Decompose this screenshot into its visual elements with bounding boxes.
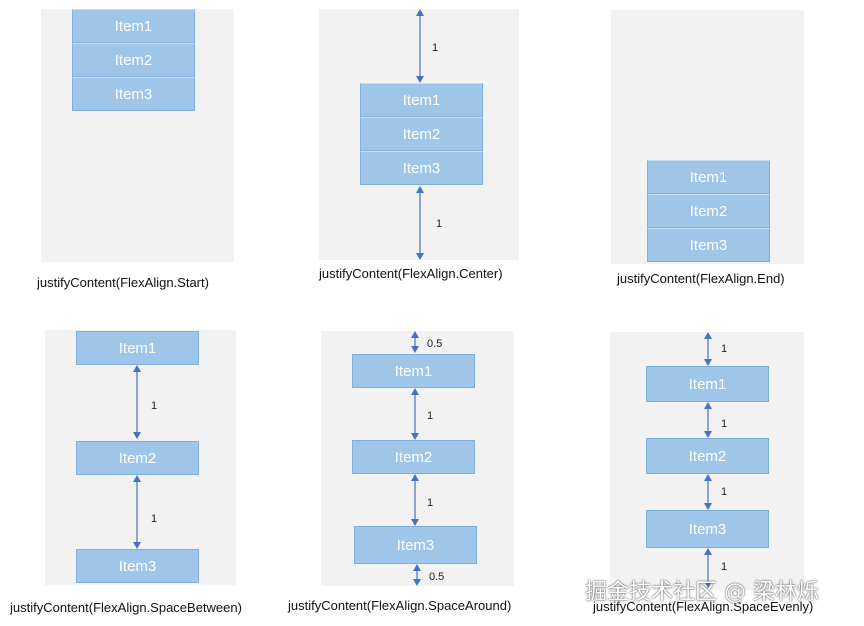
gap-label-4: 0.5 [429,571,445,583]
flex-space-evenly-panel: 1 Item1 1 Item2 1 Item3 1 [610,332,804,590]
flex-center-caption: justifyContent(FlexAlign.Center) [319,266,503,281]
gap-label-top: 1 [432,42,439,54]
gap-label-2: 1 [721,418,728,430]
flex-item-2: Item2 [72,43,195,77]
gap-label-4: 1 [721,561,728,573]
gap-label-2: 1 [427,410,434,422]
flex-space-around-panel: 0.5 Item1 1 Item2 1 Item3 0.5 [321,331,514,586]
flex-item-3: Item3 [646,510,769,548]
flex-item-2: Item2 [76,441,199,475]
flex-item-3: Item3 [76,549,199,583]
gap-arrow-4 [411,564,423,586]
gap-label-bottom: 1 [436,218,443,230]
gap-label-1: 1 [151,400,158,412]
flex-item-1: Item1 [72,9,195,43]
flex-end-caption: justifyContent(FlexAlign.End) [617,271,785,286]
flex-center-panel: 1 Item1 Item2 Item3 1 [319,9,519,260]
flex-item-1: Item1 [360,83,483,117]
gap-arrow-1 [409,331,421,353]
flex-item-2: Item2 [647,194,770,228]
gap-label-3: 1 [721,486,728,498]
gap-arrow-3 [409,474,421,526]
flex-item-1: Item1 [76,331,199,365]
gap-arrow-3 [702,474,714,510]
gap-arrow-1 [131,365,143,439]
flex-space-around-caption: justifyContent(FlexAlign.SpaceAround) [288,598,512,613]
flex-item-3: Item3 [354,526,477,564]
flex-space-between-caption: justifyContent(FlexAlign.SpaceBetween) [10,600,242,615]
flex-item-1: Item1 [352,354,475,388]
gap-label-1: 1 [721,343,728,355]
gap-label-1: 0.5 [427,338,443,350]
flex-space-evenly-caption: justifyContent(FlexAlign.SpaceEvenly) [593,599,814,614]
gap-arrow-bottom [414,186,426,260]
flex-end-panel: Item1 Item2 Item3 [611,10,804,264]
flex-item-3: Item3 [72,77,195,111]
flex-start-panel: Item1 Item2 Item3 [41,9,234,262]
flex-item-1: Item1 [646,366,769,402]
flex-item-1: Item1 [647,160,770,194]
gap-arrow-top [414,9,426,83]
gap-arrow-4 [702,548,714,588]
watermark: 掘金技术社区 @ 梁林烁 [585,580,819,605]
gap-label-2: 1 [151,513,158,525]
gap-arrow-2 [131,475,143,549]
flex-item-2: Item2 [360,117,483,151]
gap-arrow-2 [409,388,421,440]
flex-item-3: Item3 [360,151,483,185]
flex-start-caption: justifyContent(FlexAlign.Start) [37,275,209,290]
gap-arrow-2 [702,402,714,438]
gap-arrow-1 [702,332,714,366]
flex-space-between-panel: Item1 1 Item2 1 Item3 [45,330,236,585]
flex-item-3: Item3 [647,228,770,262]
flex-item-2: Item2 [352,440,475,474]
flex-item-2: Item2 [646,438,769,474]
gap-label-3: 1 [427,497,434,509]
